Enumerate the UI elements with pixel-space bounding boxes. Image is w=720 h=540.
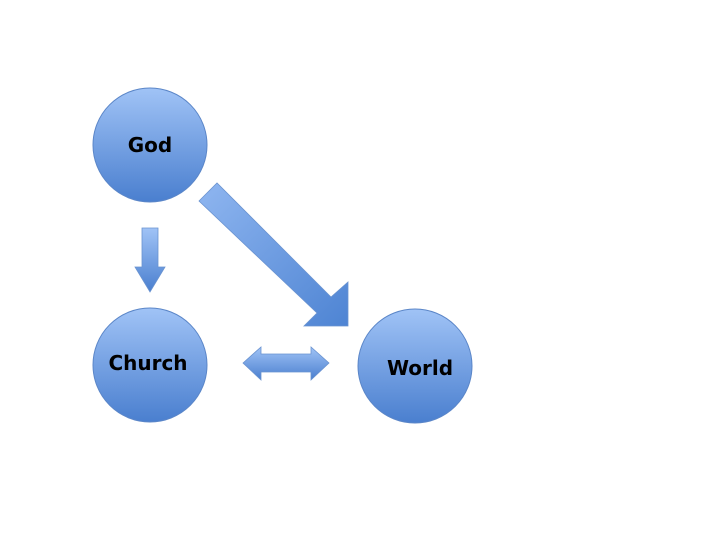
arrow-god-to-world [198,182,349,327]
node-church-label: Church [108,351,187,375]
node-world-label: World [387,356,453,380]
arrow-god-to-church [134,227,166,293]
node-church: Church [92,307,208,423]
node-world: World [357,308,473,424]
node-god: God [92,87,208,203]
arrow-church-world-bidirectional [242,346,330,381]
node-god-label: God [128,133,172,157]
